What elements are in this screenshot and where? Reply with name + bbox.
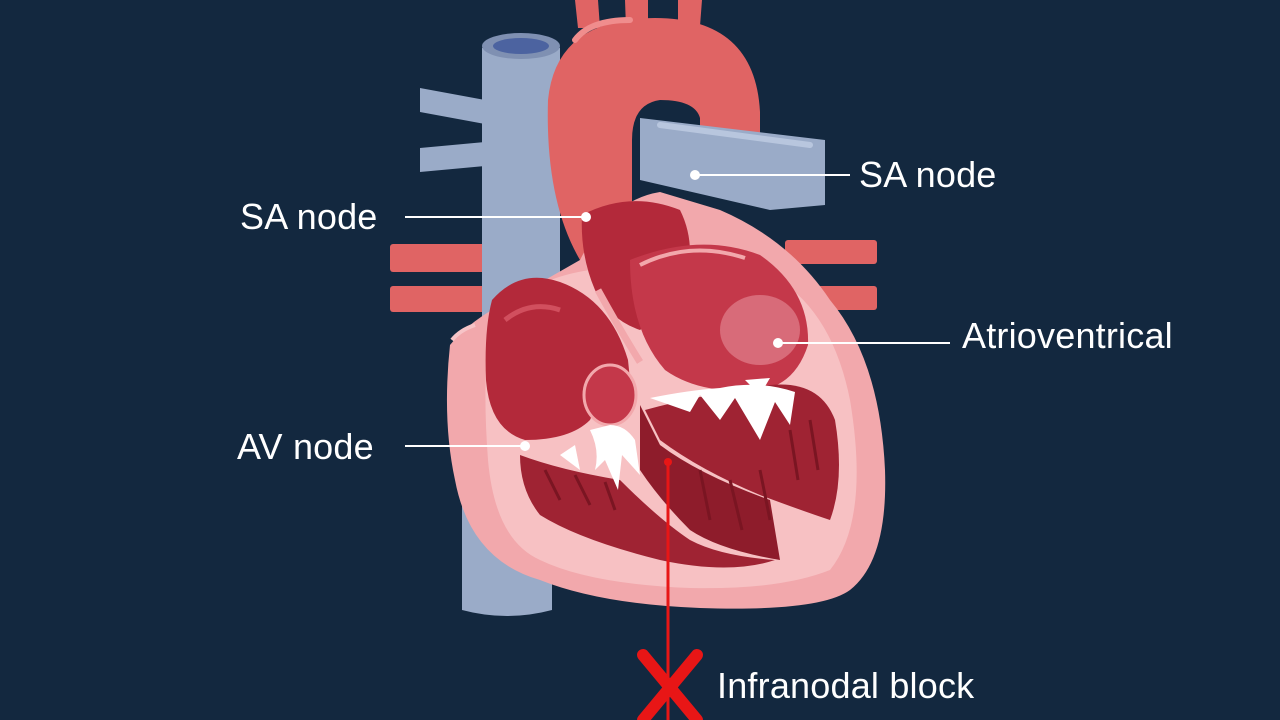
atrial-septum <box>594 288 643 364</box>
label-infranodal-block: Infranodal block <box>717 665 975 706</box>
tricuspid-valve-bulb <box>582 363 638 427</box>
left-pulmonary-vein-lower <box>390 286 500 312</box>
superior-vena-cava <box>482 48 560 330</box>
left-vessel-lower <box>420 142 485 172</box>
tricuspid-chordae <box>590 425 640 490</box>
leader-dot-atrioventrical <box>773 338 783 348</box>
aorta-highlight <box>572 17 633 43</box>
conduction-origin-dot <box>664 458 672 466</box>
tricuspid-leaflet <box>560 445 580 470</box>
trabeculae <box>543 419 820 531</box>
mitral-chordae <box>650 384 795 440</box>
leader-dot-av-node <box>520 441 530 451</box>
aorta <box>547 18 760 260</box>
right-atrium-highlight <box>503 304 561 322</box>
vena-cava-lumen <box>493 38 549 54</box>
left-vessel-upper <box>420 88 485 124</box>
aorta-branch-1 <box>575 0 600 28</box>
left-atrium-light <box>720 295 800 365</box>
heart-wall-highlight <box>450 323 476 342</box>
x-mark-icon <box>637 649 703 720</box>
label-av-node: AV node <box>237 426 374 467</box>
leader-dot-sa-node-right <box>690 170 700 180</box>
right-ventricle <box>520 455 775 568</box>
label-sa-node-left: SA node <box>240 196 378 237</box>
label-sa-node-right: SA node <box>859 154 997 195</box>
left-atrium-rim <box>639 248 746 267</box>
aorta-branch-3 <box>678 0 702 26</box>
pulmonary-artery-highlight <box>657 122 813 148</box>
mitral-leaflet <box>745 378 770 395</box>
leader-dot-sa-node-left <box>581 212 591 222</box>
left-pulmonary-vein-upper <box>390 244 500 272</box>
pulmonary-vein-upper <box>785 240 877 264</box>
ventricular-septum <box>640 405 780 560</box>
label-atrioventrical: Atrioventrical <box>962 315 1173 356</box>
